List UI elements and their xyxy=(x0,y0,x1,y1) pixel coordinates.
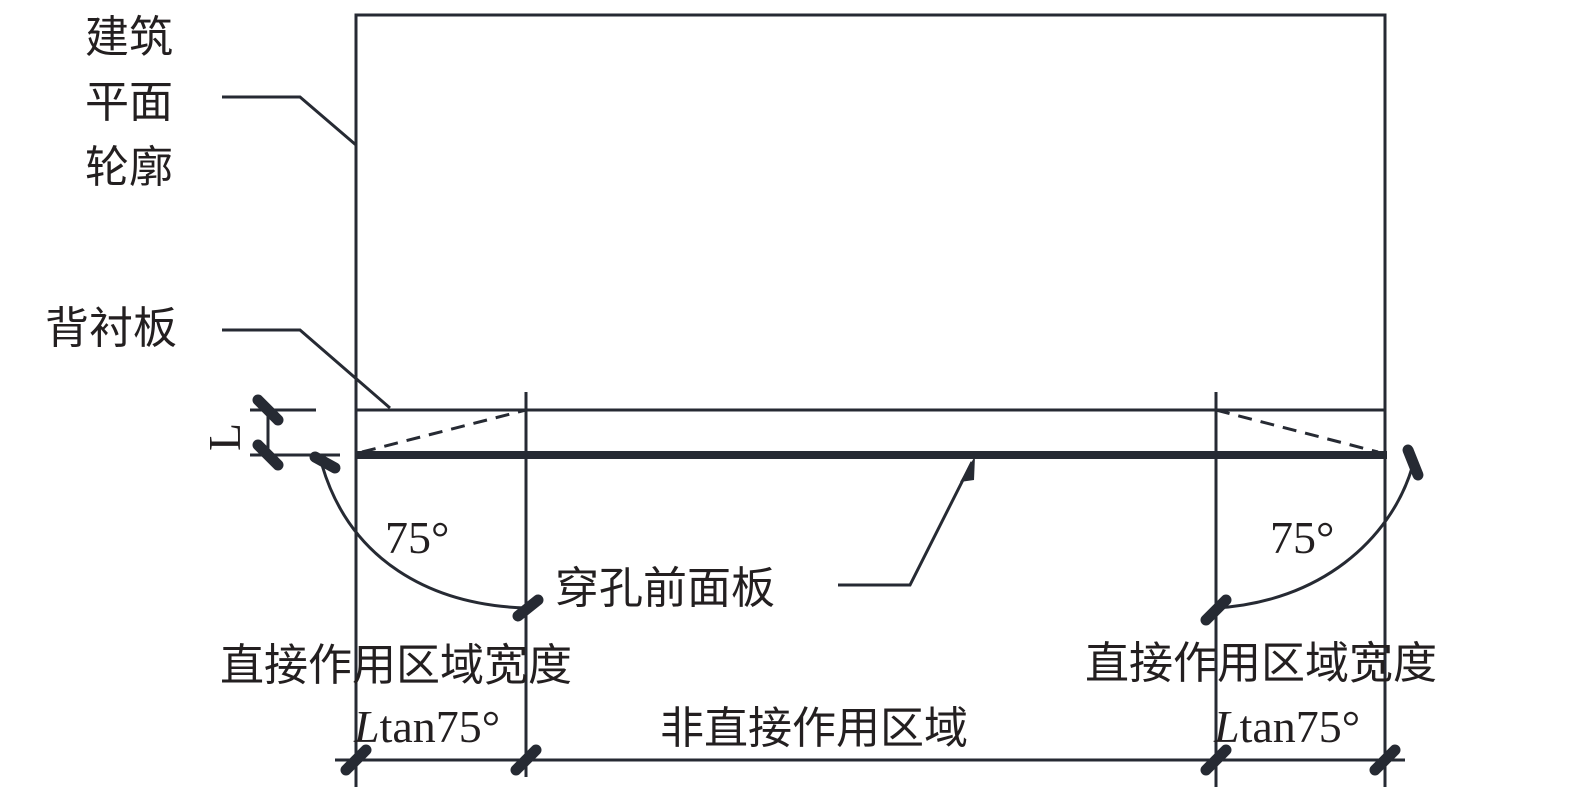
left-dashed-ray xyxy=(361,408,527,454)
dim-rest: tan75° xyxy=(380,701,501,752)
gap-dim-label: L xyxy=(199,423,250,451)
front-panel-leader xyxy=(838,461,974,587)
right-direct-zone-label: 直接作用区域宽度 xyxy=(1085,638,1437,689)
dim-tick xyxy=(1369,744,1401,776)
dim-tick xyxy=(512,594,544,622)
building-outline-label-1: 建筑 xyxy=(85,12,173,63)
front-panel-label: 穿孔前面板 xyxy=(555,563,775,614)
backing-plate-leader xyxy=(222,328,391,410)
dim-tick xyxy=(252,439,284,471)
right-dashed-ray xyxy=(1215,408,1379,454)
dim-tick xyxy=(252,394,284,426)
dim-tick xyxy=(1402,444,1424,481)
left-angle-label: 75° xyxy=(385,512,449,563)
building-outline-label-2: 平面 xyxy=(85,77,173,128)
right-angle-label: 75° xyxy=(1270,512,1334,563)
dim-var: L xyxy=(353,701,380,752)
dim-rest: tan75° xyxy=(1240,701,1361,752)
backing-plate-label: 背衬板 xyxy=(45,303,177,354)
building-outline-label-3: 轮廓 xyxy=(85,142,173,193)
left-dim-label: Ltan75° xyxy=(353,701,500,752)
dim-tick xyxy=(1200,744,1232,776)
arrow-head-icon xyxy=(960,456,975,482)
building-outline xyxy=(354,13,1387,412)
dim-tick xyxy=(1200,594,1232,626)
non-direct-zone-label: 非直接作用区域 xyxy=(660,703,968,754)
right-dim-label: Ltan75° xyxy=(1213,701,1360,752)
dim-tick xyxy=(340,744,372,776)
left-direct-zone-label: 直接作用区域宽度 xyxy=(220,640,572,691)
dim-tick xyxy=(309,451,341,474)
left-angle-arc xyxy=(320,464,527,610)
right-angle-arc xyxy=(1215,467,1414,610)
building-outline-leader xyxy=(222,95,357,147)
dim-var: L xyxy=(1213,701,1240,752)
dim-tick xyxy=(510,744,542,776)
